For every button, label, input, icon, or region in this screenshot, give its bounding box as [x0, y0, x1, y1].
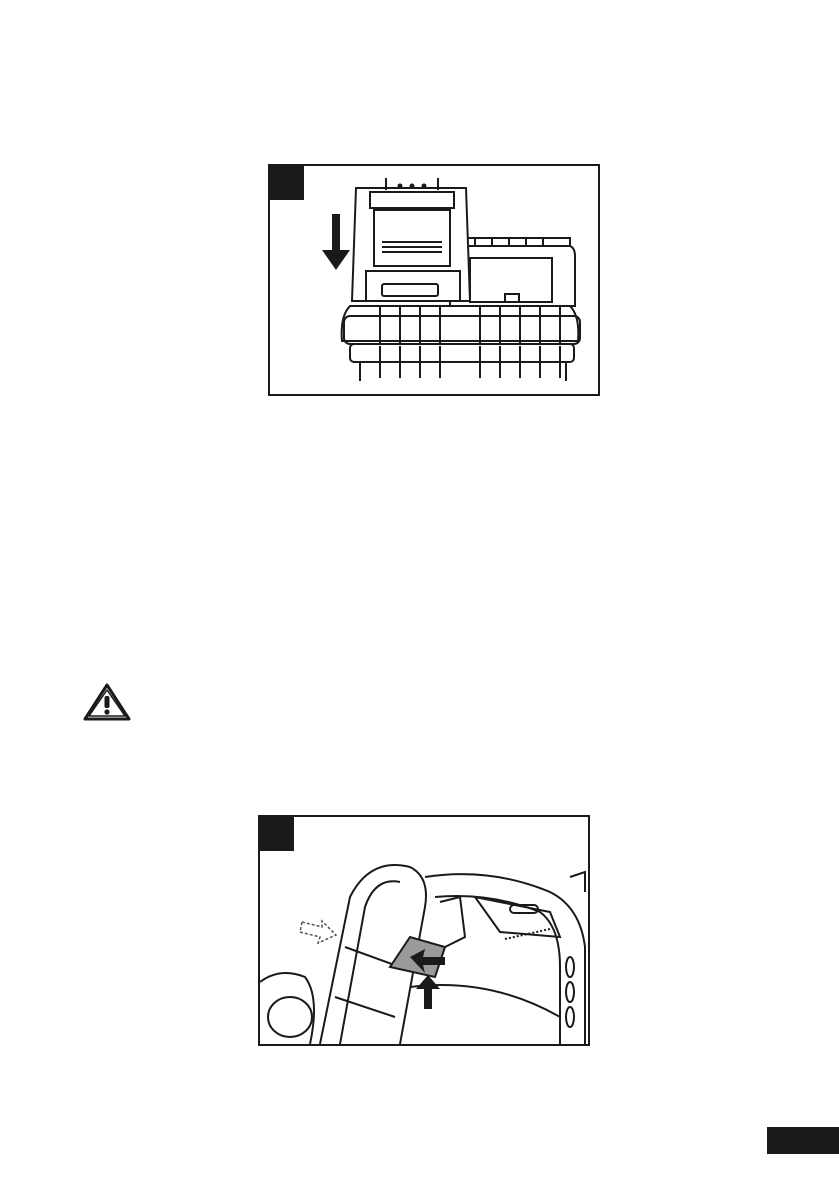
- handle-release-illustration: [260, 817, 588, 1044]
- figure-1-battery-charger: [268, 164, 600, 396]
- battery-charger-illustration: [270, 166, 598, 394]
- figure-2-handle-release: [258, 815, 590, 1046]
- page-number-tab: [767, 1127, 839, 1154]
- warning-triangle-icon: [82, 682, 132, 722]
